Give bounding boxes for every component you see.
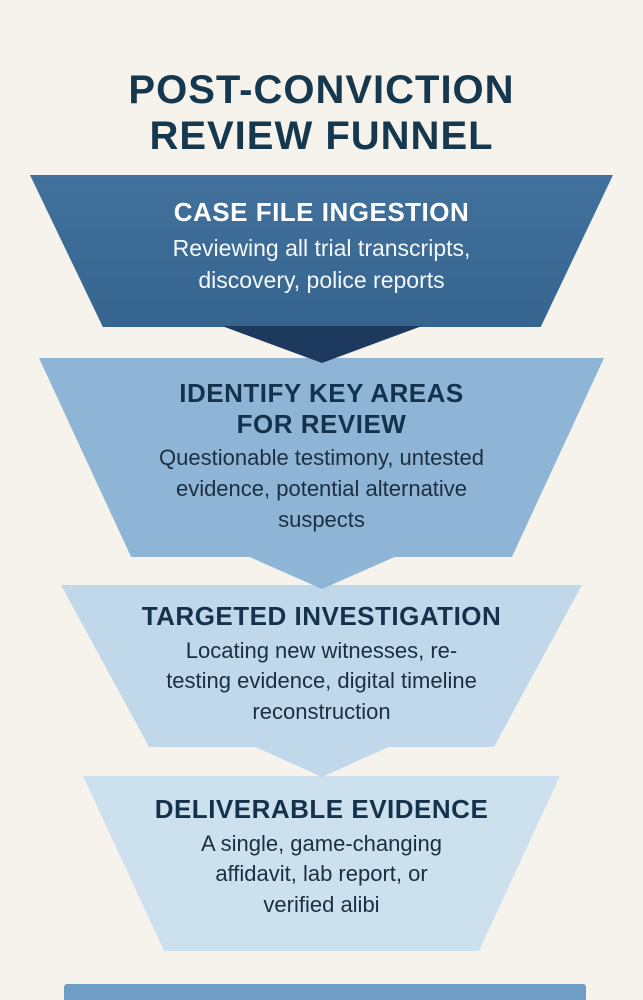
stage-3-body: Locating new witnesses, re- testing evid… — [166, 637, 477, 725]
funnel-arrow-down-3 — [251, 745, 393, 777]
stage-3-heading: TARGETED INVESTIGATION — [141, 601, 502, 631]
funnel-stage-targeted-investigation: TARGETED INVESTIGATION Locating new witn… — [61, 585, 582, 747]
stage-1-body: Reviewing all trial transcripts, discove… — [172, 234, 471, 293]
stage-4-body: A single, game-changing affidavit, lab r… — [201, 830, 442, 918]
stage-4-heading: DELIVERABLE EVIDENCE — [154, 794, 489, 824]
page-title: POST-CONVICTION REVIEW FUNNEL — [128, 67, 515, 158]
stage-2-body: Questionable testimony, untested evidenc… — [159, 445, 484, 532]
funnel-arrow-down-1 — [222, 326, 422, 363]
funnel-stage-case-file-ingestion: CASE FILE INGESTION Reviewing all trial … — [30, 175, 613, 327]
stage-2-heading: IDENTIFY KEY AREAS FOR REVIEW — [179, 378, 464, 439]
funnel-stage-identify-key-areas: IDENTIFY KEY AREAS FOR REVIEW Questionab… — [39, 358, 604, 557]
stage-1-heading: CASE FILE INGESTION — [173, 197, 470, 227]
funnel-arrow-down-2 — [245, 555, 399, 589]
funnel-stage-deliverable-evidence: DELIVERABLE EVIDENCE A single, game-chan… — [83, 776, 560, 951]
footer-bar — [64, 984, 586, 1000]
